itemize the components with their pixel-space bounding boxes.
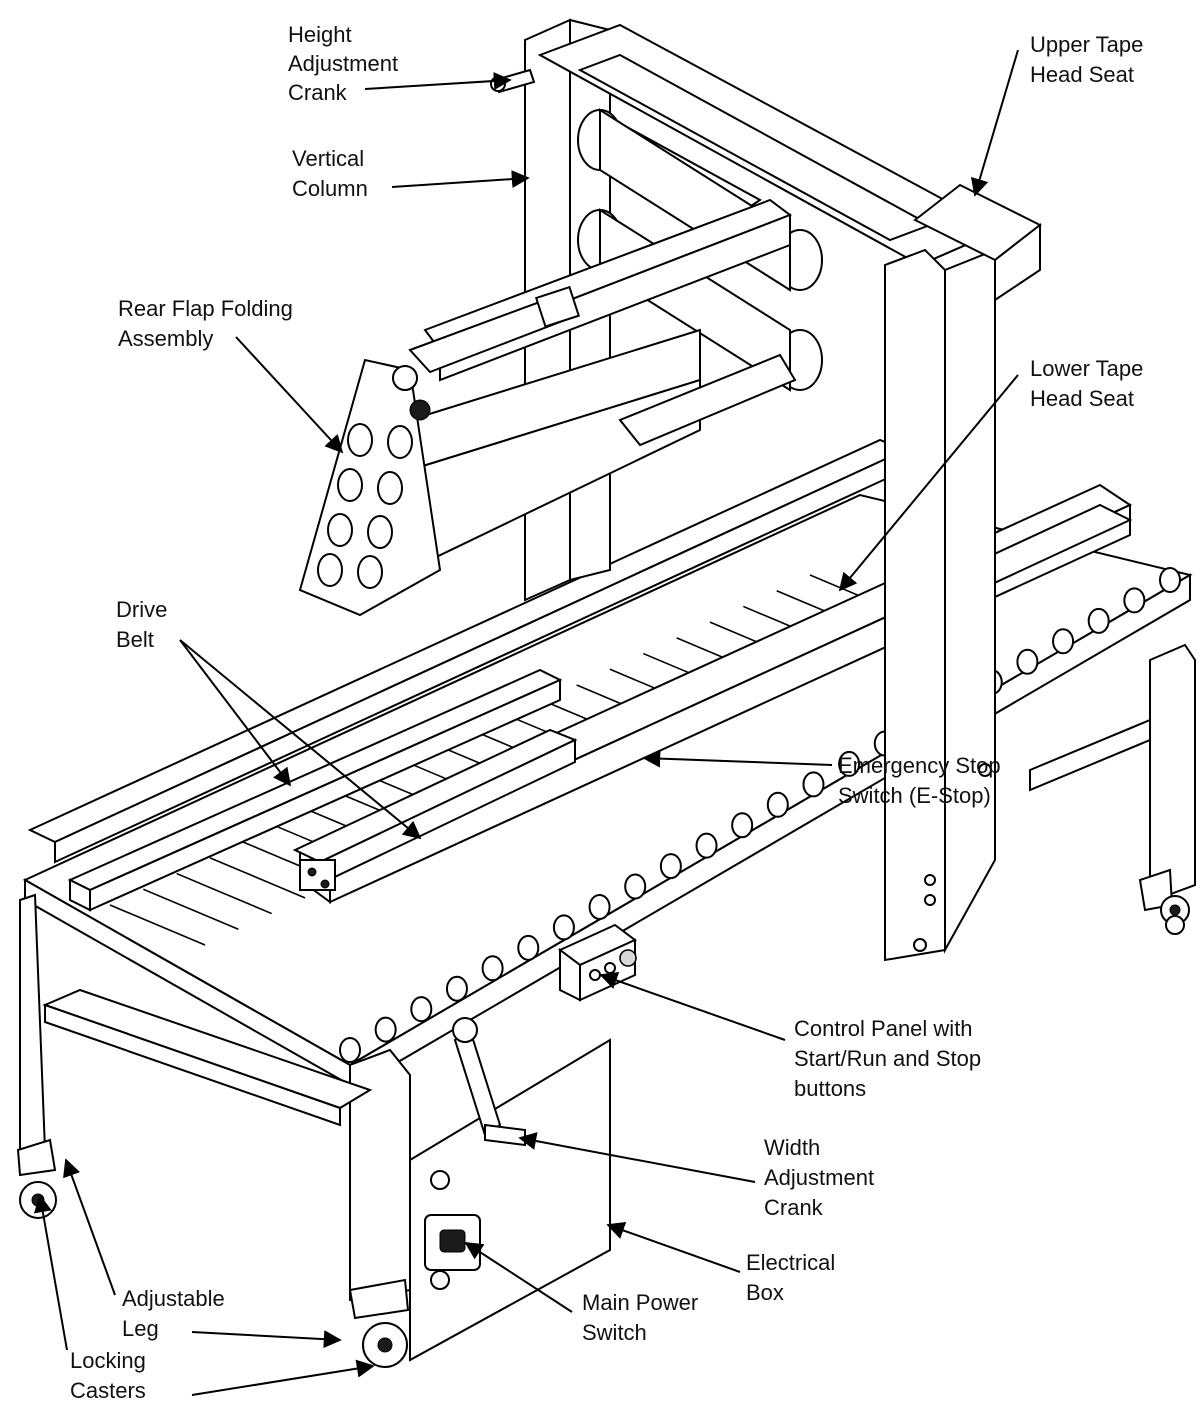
label-control-panel: Control Panel with Start/Run and Stop bu… [794,1016,987,1101]
rear-flap-arm [298,285,581,617]
machine-body [16,18,1196,1368]
roller-end [1052,628,1075,655]
roller-end [695,832,718,859]
roller-end [1123,587,1146,614]
label-upper-tape: Upper Tape Head Seat [1030,32,1149,87]
roller-end [802,771,825,798]
roller-end [1016,648,1039,675]
label-electrical-box: Electrical Box [746,1250,841,1305]
label-lower-tape: Lower Tape Head Seat [1030,356,1149,411]
label-locking-casters: Locking Casters [70,1348,152,1403]
roller-end [731,812,754,839]
roller-end [838,750,861,777]
label-height-crank: Height Adjustment Crank [288,22,404,105]
locking-casters-part [1165,915,1185,935]
roller-end [588,893,611,920]
roller-end [1087,607,1110,634]
label-estop: Emergency Stop Switch (E-Stop) [838,753,1007,808]
drive-belt-rail-left [67,668,563,912]
width-crank-part [452,1017,526,1147]
roller-end [659,853,682,880]
control-panel-box [558,923,637,1002]
label-rear-flap: Rear Flap Folding Assembly [118,296,299,351]
label-vertical-column: Vertical Column [292,146,370,201]
roller-end [339,1037,361,1063]
roller-end [552,914,575,941]
label-adjustable-leg: Adjustable Leg [122,1286,231,1341]
roller [209,857,306,899]
far-side-frame [1029,643,1196,925]
label-width-crank: Width Adjustment Crank [764,1135,880,1220]
label-main-power: Main Power Switch [582,1290,704,1345]
leader-lines [33,49,1019,1396]
label-drive-belt: Drive Belt [116,597,173,652]
roller [143,888,239,931]
drive-belt-rail-right [292,728,578,891]
roller-end [517,934,540,961]
roller-end [481,955,504,982]
roller-end [1159,567,1181,593]
upper-frame [409,18,1042,962]
roller-end [410,996,433,1023]
roller-end [374,1016,397,1043]
roller-end [624,873,647,900]
roller [176,872,272,915]
electrical-box [409,1038,611,1362]
roller-end [766,791,789,818]
callout-labels: Height Adjustment Crank Vertical Column … [70,22,1149,1403]
roller [109,904,206,946]
roller-end [445,975,468,1002]
